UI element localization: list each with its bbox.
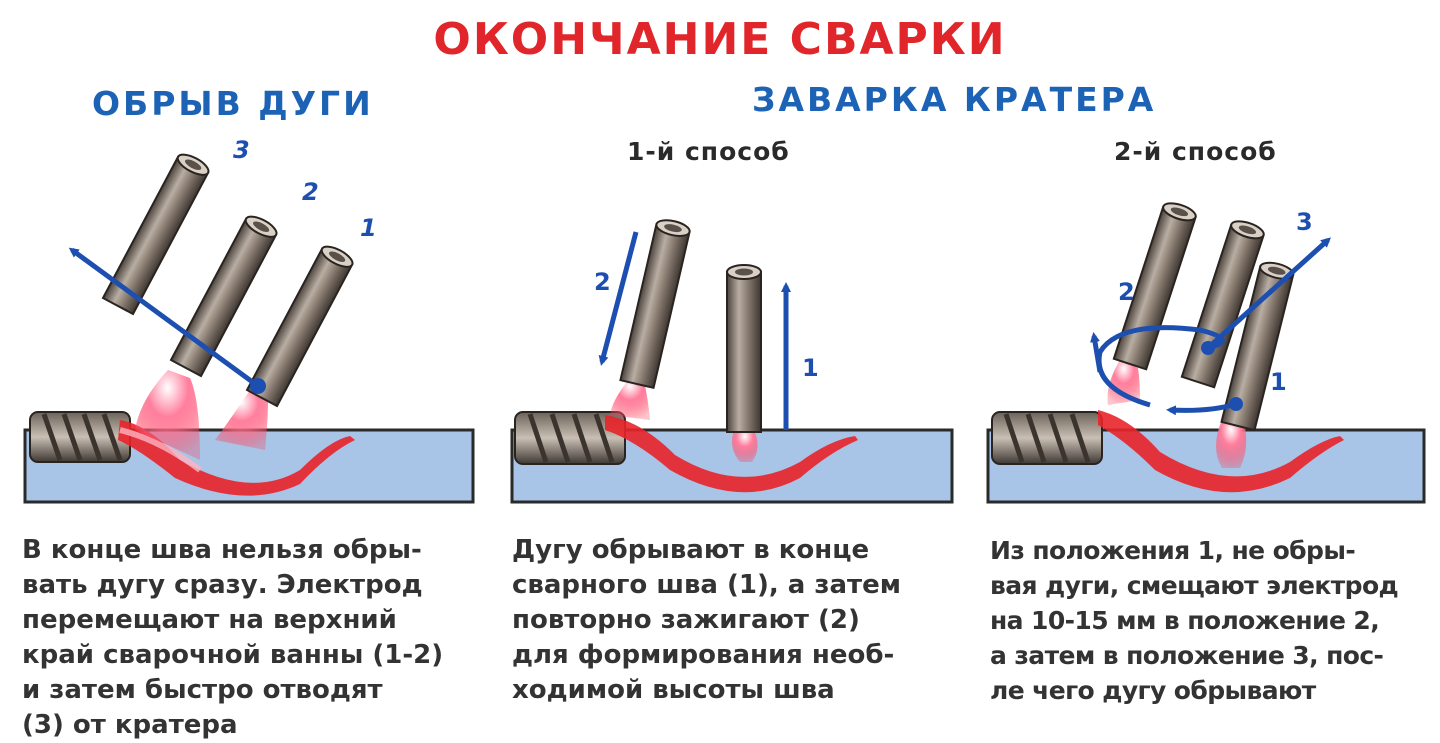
move-arrow (68, 247, 260, 389)
method-2-heading: 2-й способ (1114, 137, 1277, 166)
label-1: 1 (802, 354, 819, 382)
panel-3-description: Из положения 1, не обры- вая дуги, смеща… (990, 533, 1399, 708)
panel-1-description: В конце шва нельзя обры- вать дугу сразу… (22, 533, 443, 743)
label-2: 2 (594, 268, 611, 296)
description-line: вать дугу сразу. Электрод (22, 570, 423, 600)
description-line: а затем в положение 3, пос- (990, 641, 1384, 670)
description-line: и затем быстро отводят (22, 675, 383, 705)
exit-arrow (1206, 237, 1331, 350)
panel-method-1-diagram: 2 1 (510, 216, 954, 504)
description-line: вая дуги, смещают электрод (990, 571, 1399, 600)
weld-pool (1098, 410, 1344, 493)
description-line: В конце шва нельзя обры- (22, 535, 422, 565)
panel-method-2-diagram: 3 2 1 (986, 198, 1426, 504)
description-line: на 10-15 мм в положение 2, (990, 606, 1380, 635)
down-arrow (598, 231, 639, 366)
arc-glow (215, 390, 268, 450)
description-line: сварного шва (1), а затем (512, 570, 901, 600)
panel-2-description: Дугу обрывают в конце сварного шва (1), … (512, 533, 901, 708)
method-1-heading: 1-й способ (627, 137, 790, 166)
electrode-position-1 (726, 264, 762, 433)
weld-bead (991, 411, 1103, 465)
label-1: 1 (360, 214, 377, 242)
arc-glow (732, 430, 758, 462)
heading-crater-fill: ЗАВАРКА КРАТЕРА (752, 80, 1157, 119)
heading-arc-break: ОБРЫВ ДУГИ (92, 84, 374, 123)
description-line: Дугу обрывают в конце (512, 535, 870, 565)
label-2: 2 (302, 178, 319, 206)
description-line: ле чего дугу обрывают (990, 676, 1316, 705)
weld-pool (118, 420, 355, 496)
panel-arc-break-diagram: 3 2 1 (23, 136, 475, 504)
arc-glow (1216, 420, 1247, 468)
arc-glow (1107, 360, 1140, 405)
electrode-position-3 (101, 149, 213, 315)
label-3: 3 (1296, 208, 1313, 236)
label-3: 3 (233, 136, 250, 164)
label-2: 2 (1118, 278, 1135, 306)
description-line: край сварочной ванны (1-2) (22, 640, 444, 670)
page-title: ОКОНЧАНИЕ СВАРКИ (433, 14, 1007, 65)
weld-pool (605, 415, 858, 493)
arc-glow (610, 378, 650, 420)
description-line: ходимой высоты шва (512, 675, 835, 705)
description-line: перемещают на верхний (22, 605, 397, 635)
description-line: для формирования необ- (512, 640, 895, 670)
electrode-position-2 (169, 211, 281, 377)
description-line: (3) от кратера (22, 710, 238, 740)
description-line: повторно зажигают (2) (512, 605, 860, 635)
label-1: 1 (1270, 368, 1287, 396)
description-line: Из положения 1, не обры- (990, 536, 1356, 565)
arc-glow (135, 370, 200, 460)
weld-bead (514, 411, 626, 465)
weld-bead (29, 411, 131, 463)
